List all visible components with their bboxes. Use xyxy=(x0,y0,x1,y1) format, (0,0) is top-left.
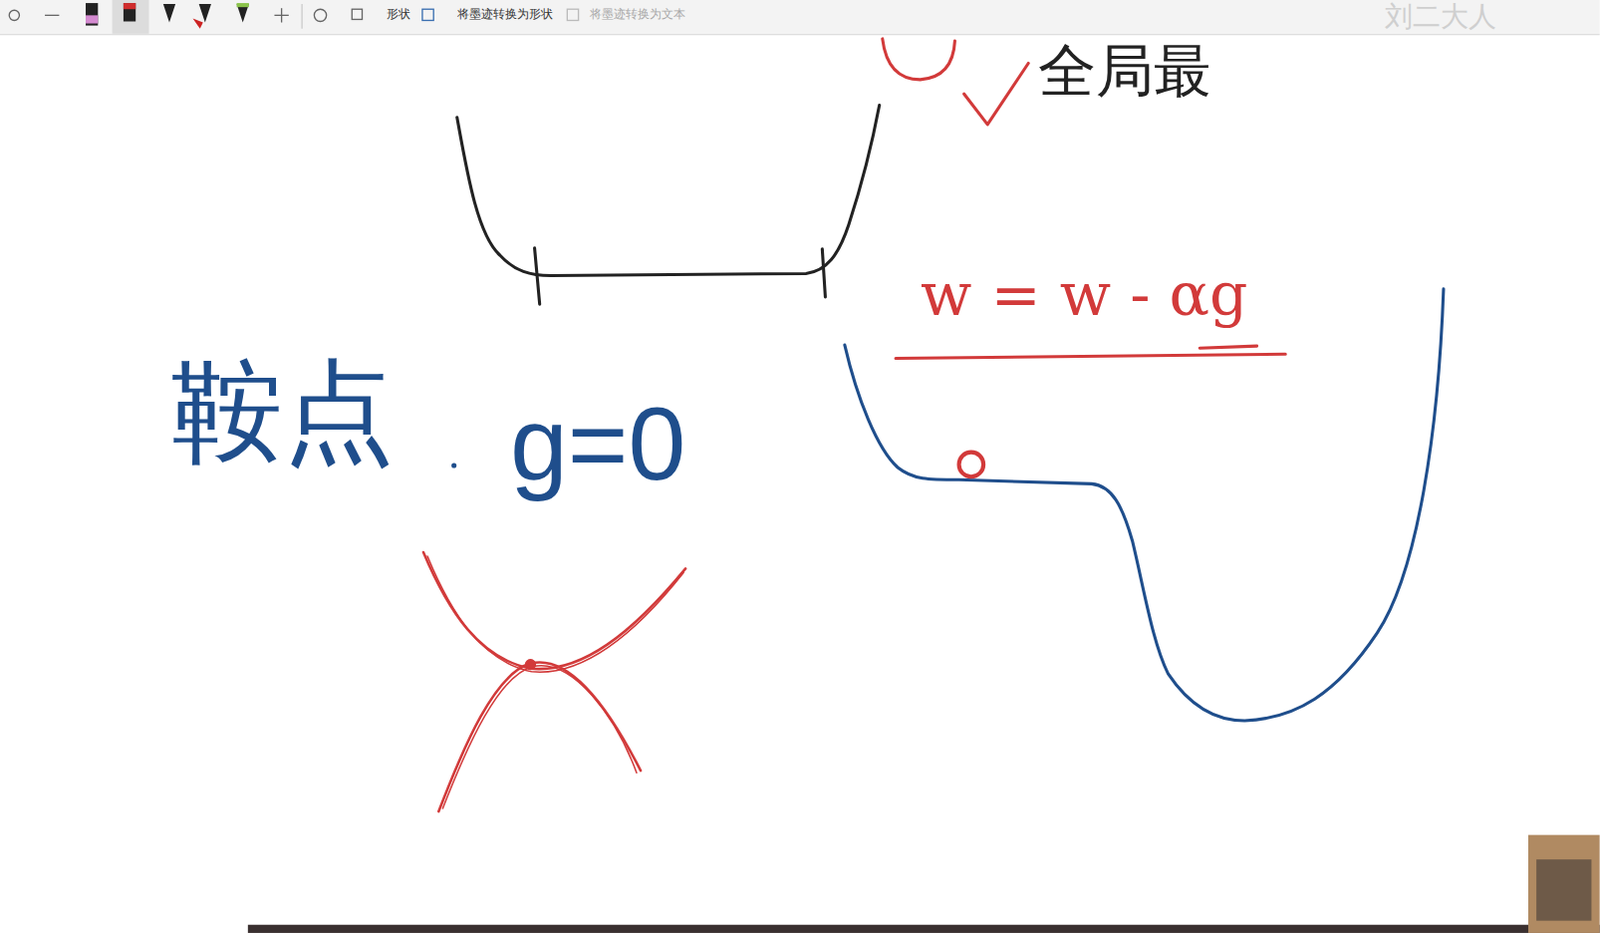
check-mark xyxy=(964,62,1030,124)
handwritten-formula: g=0 xyxy=(510,386,686,501)
underline xyxy=(1199,345,1257,348)
flat-valley-curve xyxy=(457,104,880,275)
ball xyxy=(959,452,985,478)
underline xyxy=(895,353,1286,358)
saddle-curve-up xyxy=(423,551,686,669)
webcam-thumbnail xyxy=(1528,834,1600,933)
loss-curve xyxy=(844,288,1444,721)
toolbar-button-disabled: 将墨迹转换为文本 xyxy=(589,7,686,21)
red-circle-mark xyxy=(882,38,956,80)
saddle-curve-down xyxy=(438,661,641,811)
bottom-bar xyxy=(248,924,1600,933)
tick-mark xyxy=(821,249,825,297)
handwritten-term: 鞍点 xyxy=(171,350,395,474)
toolbar-icons xyxy=(8,0,578,34)
update-formula: w = w - αg xyxy=(920,261,1248,327)
toolbar-button: 将墨迹转换为形状 xyxy=(457,7,553,21)
toolbar-border xyxy=(0,33,1600,35)
saddle-point xyxy=(525,659,535,670)
toolbar-button: 形状 xyxy=(386,7,411,21)
toolbar xyxy=(0,0,1600,35)
watermark: 刘二大人 xyxy=(1384,1,1497,33)
handwritten-note: 全局最 xyxy=(1038,39,1212,104)
saddle-curve-up xyxy=(427,555,684,672)
tick-mark xyxy=(534,248,540,304)
webcam-thumbnail xyxy=(1536,858,1592,920)
saddle-curve-down xyxy=(442,665,637,808)
dot xyxy=(451,462,457,468)
